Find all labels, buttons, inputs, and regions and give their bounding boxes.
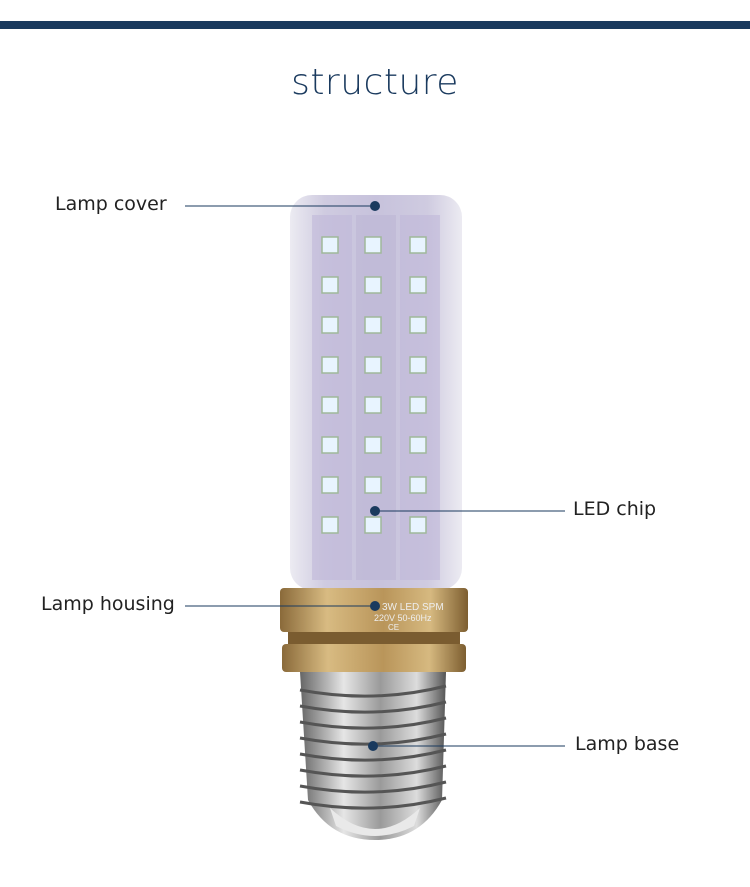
led-chip	[321, 476, 339, 494]
led-chip	[321, 436, 339, 454]
top-accent-bar	[0, 21, 750, 29]
led-chip	[321, 236, 339, 254]
led-chip	[364, 396, 382, 414]
base-thread	[299, 796, 447, 810]
led-chip	[364, 316, 382, 334]
led-chip	[364, 436, 382, 454]
lamp-base	[299, 672, 447, 840]
base-thread	[299, 716, 447, 730]
led-chip	[409, 276, 427, 294]
housing-marking-1: 3W LED SPM	[382, 602, 444, 613]
led-chips	[321, 236, 427, 534]
led-chip	[321, 276, 339, 294]
lamp-cover-dot	[370, 201, 380, 211]
page-title: structure	[291, 62, 459, 103]
led-chip	[364, 276, 382, 294]
led-chip	[321, 396, 339, 414]
base-thread	[299, 764, 447, 778]
led-chip	[409, 236, 427, 254]
led-chip	[409, 476, 427, 494]
led-chip	[409, 516, 427, 534]
housing-marking-ce: CE	[388, 623, 399, 632]
base-thread	[299, 780, 447, 794]
label-led-chip: LED chip	[573, 498, 657, 520]
base-thread	[299, 748, 447, 762]
base-thread	[299, 684, 447, 698]
lamp-base-dot	[368, 741, 378, 751]
housing-marking-2: 220V 50-60Hz	[374, 613, 432, 623]
lamp-housing: 3W LED SPM 220V 50-60Hz CE	[280, 588, 468, 672]
led-chip	[364, 476, 382, 494]
led-chip	[409, 316, 427, 334]
label-lamp-base: Lamp base	[575, 733, 680, 755]
led-chip	[409, 436, 427, 454]
base-thread	[299, 700, 447, 714]
led-chip	[321, 316, 339, 334]
led-chip	[364, 356, 382, 374]
led-chip	[409, 396, 427, 414]
led-chip	[321, 516, 339, 534]
label-lamp-cover: Lamp cover	[55, 193, 167, 215]
led-chip	[364, 516, 382, 534]
led-chip	[364, 236, 382, 254]
lamp-housing-dot	[370, 601, 380, 611]
led-chip	[321, 356, 339, 374]
led-chip-dot	[370, 506, 380, 516]
label-lamp-housing: Lamp housing	[41, 593, 175, 615]
led-chip	[409, 356, 427, 374]
